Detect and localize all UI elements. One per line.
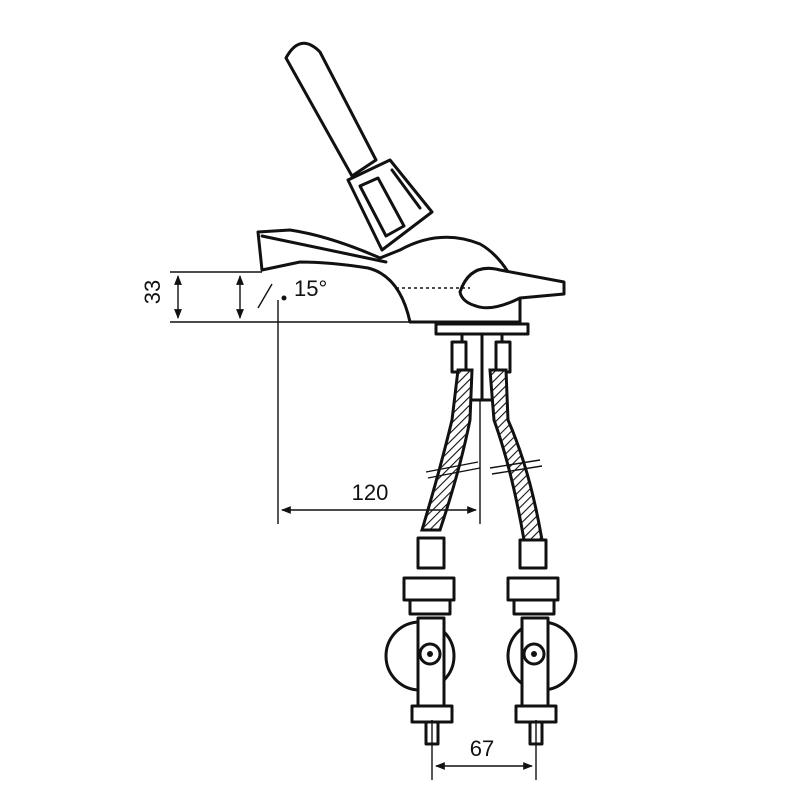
right-valve	[506, 538, 578, 746]
faucet-body	[170, 228, 566, 336]
dimension-reach-label: 120	[352, 480, 389, 505]
dimension-spacing-label: 67	[470, 736, 494, 761]
lever-handle	[284, 41, 434, 252]
dimension-spacing: 67	[431, 720, 537, 780]
dimension-angle-label: 15°	[294, 276, 327, 301]
dimension-reach: 120	[277, 300, 481, 524]
dimension-height: 33	[140, 271, 262, 319]
dimension-height-label: 33	[140, 280, 165, 304]
dimension-angle: 15°	[257, 276, 327, 309]
left-valve	[384, 536, 456, 746]
